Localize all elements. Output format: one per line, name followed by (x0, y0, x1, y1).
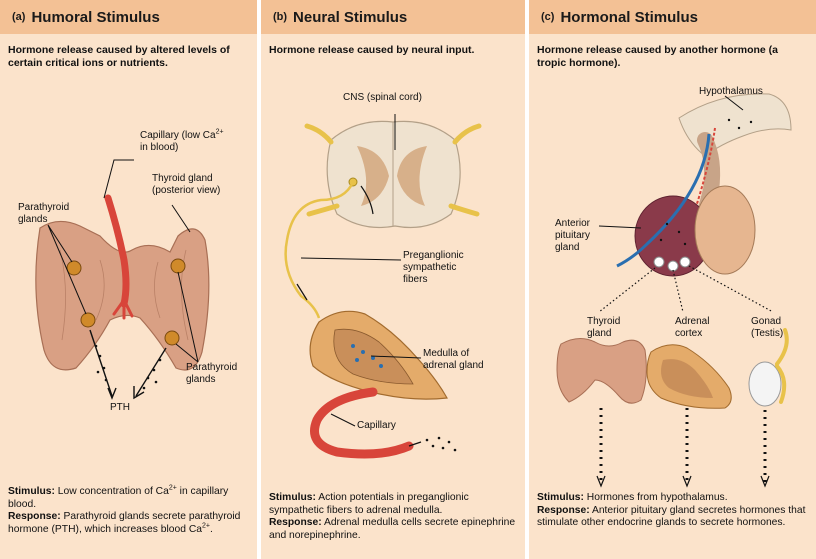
leader-line (175, 271, 199, 363)
capillary-vessel (310, 387, 414, 459)
medulla-cells (351, 344, 383, 368)
impulse-arrow (360, 185, 374, 215)
impulse-arrow (296, 283, 308, 301)
panel-neural-stimulus: (b) Neural Stimulus Hormone release caus… (261, 0, 525, 559)
arrow-head (682, 475, 692, 488)
panel-letter: (b) (273, 11, 288, 23)
parathyroid-gland (80, 312, 96, 328)
panel-footer: Stimulus: Hormones from hypothalamus. Re… (537, 492, 806, 528)
panel-hormonal-stimulus: (c) Hormonal Stimulus Hormone release ca… (529, 0, 816, 559)
spinal-cord (326, 120, 461, 229)
gray-matter (357, 146, 427, 206)
parathyroid-gland (66, 260, 82, 276)
pth-arrow (135, 347, 167, 397)
label-capillary: Capillary (low Ca2+in blood) (140, 128, 224, 153)
hormone-dots (425, 436, 457, 452)
arrow-head (133, 386, 145, 400)
secretion-columns (596, 408, 770, 488)
leader-line (330, 413, 356, 427)
label-gonad: Gonad(Testis) (751, 316, 784, 339)
label-pth: PTH (110, 402, 130, 413)
hormonal-illustration (556, 93, 792, 488)
arrow-head (760, 475, 770, 488)
leader-line (370, 355, 422, 359)
parathyroid-gland (170, 258, 186, 274)
posterior-pituitary (694, 185, 756, 275)
panel-description: Hormone release caused by neural input. (269, 44, 475, 56)
panel-footer: Stimulus: Action potentials in pregangli… (269, 492, 516, 541)
panel-header: (a) Humoral Stimulus (0, 0, 257, 34)
leader-line (171, 204, 191, 233)
leader-line (598, 225, 642, 229)
hormone-arrow (598, 267, 656, 313)
testis (748, 361, 782, 407)
thyroid-gland (556, 338, 647, 404)
neural-illustration (284, 114, 482, 459)
arrow-head (596, 475, 606, 488)
adrenal-medulla (661, 359, 713, 398)
preganglionic-fiber (284, 181, 355, 319)
label-thyroid-gland: Thyroid gland(posterior view) (152, 173, 221, 196)
panel-title: Hormonal Stimulus (560, 8, 698, 26)
arrow-head (107, 387, 117, 400)
pituitary-cells (653, 256, 691, 272)
capillary-branches (112, 298, 134, 320)
hormone-dots (659, 118, 753, 246)
pth-arrow (89, 329, 113, 397)
spermatic-cord (775, 328, 789, 404)
panel-letter: (c) (541, 11, 555, 23)
panel-title: Neural Stimulus (293, 8, 408, 26)
nerve-roots (304, 123, 482, 217)
hormone-dots (94, 344, 162, 390)
humoral-illustration (35, 159, 210, 400)
label-hypothalamus: Hypothalamus (699, 86, 763, 97)
panel-title: Humoral Stimulus (31, 8, 160, 26)
panel-header: (b) Neural Stimulus (261, 0, 525, 34)
panel-description: Hormone release caused by altered levels… (8, 44, 230, 69)
panel-header: (c) Hormonal Stimulus (529, 0, 816, 34)
label-capillary: Capillary (357, 420, 396, 431)
label-cns: CNS (spinal cord) (343, 92, 422, 103)
leader-line (300, 257, 402, 261)
arrow-line (408, 441, 422, 447)
leader-line (47, 224, 87, 315)
panel-letter: (a) (12, 11, 26, 23)
parathyroid-gland (164, 330, 180, 346)
capillary-vessel (104, 194, 130, 308)
thyroid-texture (59, 249, 189, 341)
leader-line (103, 159, 134, 199)
panel-humoral-stimulus: (a) Humoral Stimulus Hormone release cau… (0, 0, 257, 559)
panel-description: Hormone release caused by another hormon… (537, 44, 778, 69)
panel-footer: Stimulus: Low concentration of Ca2+ in c… (8, 484, 241, 535)
blood-vessel (616, 133, 711, 268)
leader-line (724, 95, 744, 111)
